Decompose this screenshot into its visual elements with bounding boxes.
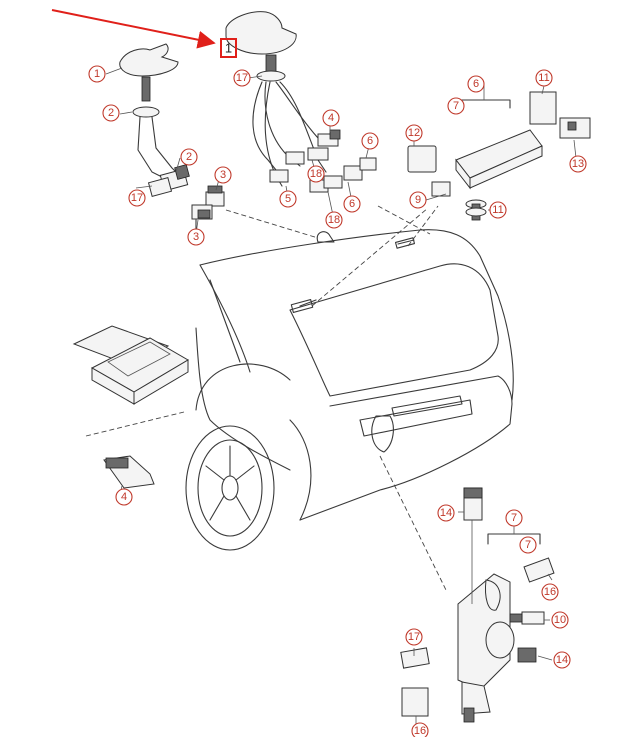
- callout-17: 17: [233, 69, 251, 87]
- callout-label: 14: [440, 507, 452, 519]
- callout-label: 12: [408, 127, 420, 139]
- callout-14: 14: [437, 504, 455, 522]
- callout-17: 17: [128, 189, 146, 207]
- callout-label: 6: [367, 135, 373, 147]
- callout-label: 6: [349, 198, 355, 210]
- highlighted-part-label: 1: [220, 38, 237, 58]
- callout-10: 10: [551, 611, 569, 629]
- tailgate-control-module: [400, 487, 555, 737]
- callout-label: 18: [310, 168, 322, 180]
- callout-7: 7: [447, 97, 465, 115]
- callout-3: 3: [214, 166, 232, 184]
- callout-16: 16: [541, 583, 559, 601]
- callout-label: 17: [408, 631, 420, 643]
- callout-13: 13: [569, 155, 587, 173]
- callout-4: 4: [322, 109, 340, 127]
- bolt-13: [509, 611, 545, 625]
- callout-label: 2: [108, 107, 114, 119]
- callout-label: 7: [453, 100, 459, 112]
- rear-wheel: [185, 425, 275, 551]
- car-body: [195, 205, 514, 521]
- callout-label: 5: [285, 193, 291, 205]
- roof-antenna-right: [225, 11, 377, 193]
- tv-tuner-unit: [72, 325, 189, 405]
- callout-label: 13: [572, 158, 584, 170]
- callout-label: 4: [121, 491, 127, 503]
- callout-2: 2: [180, 148, 198, 166]
- callout-label: 6: [473, 78, 479, 90]
- callout-7: 7: [519, 536, 537, 554]
- antenna-amplifier: [407, 84, 591, 221]
- callout-6: 6: [361, 132, 379, 150]
- callout-4: 4: [115, 488, 133, 506]
- callout-label: 16: [544, 586, 556, 598]
- callout-label: 3: [220, 169, 226, 181]
- callout-label: 2: [186, 151, 192, 163]
- callout-label: 7: [525, 539, 531, 551]
- callout-label: 4: [328, 112, 334, 124]
- callout-label: 1: [94, 68, 100, 80]
- callout-18: 18: [325, 211, 343, 229]
- callout-11: 11: [489, 201, 507, 219]
- callout-label: 10: [554, 614, 566, 626]
- cable-clip: [316, 231, 335, 243]
- callout-label: 11: [492, 204, 503, 216]
- callout-label: 7: [511, 512, 517, 524]
- highlight-label-text: 1: [225, 41, 232, 56]
- callout-14: 14: [553, 651, 571, 669]
- part-5-connector: [103, 455, 155, 489]
- callout-9: 9: [409, 191, 427, 209]
- callout-label: 17: [131, 192, 143, 204]
- callout-label: 14: [556, 654, 568, 666]
- callout-11: 11: [535, 69, 553, 87]
- callout-6: 6: [343, 195, 361, 213]
- callout-6: 6: [467, 75, 485, 93]
- pointer-arrow: [51, 9, 216, 49]
- callout-label: 11: [538, 72, 549, 84]
- callout-7: 7: [505, 509, 523, 527]
- callout-label: 9: [415, 194, 421, 206]
- bolt-12: [465, 207, 487, 217]
- callout-1: 1: [88, 65, 106, 83]
- callout-12: 12: [405, 124, 423, 142]
- callout-label: 16: [414, 725, 426, 737]
- callout-3: 3: [187, 228, 205, 246]
- callout-label: 17: [236, 72, 248, 84]
- callout-16: 16: [411, 722, 429, 737]
- callout-label: 3: [193, 231, 199, 243]
- callout-2: 2: [102, 104, 120, 122]
- callout-17: 17: [405, 628, 423, 646]
- callout-label: 18: [328, 214, 340, 226]
- roof-antenna-left: [119, 43, 225, 220]
- callout-18: 18: [307, 165, 325, 183]
- callout-5: 5: [279, 190, 297, 208]
